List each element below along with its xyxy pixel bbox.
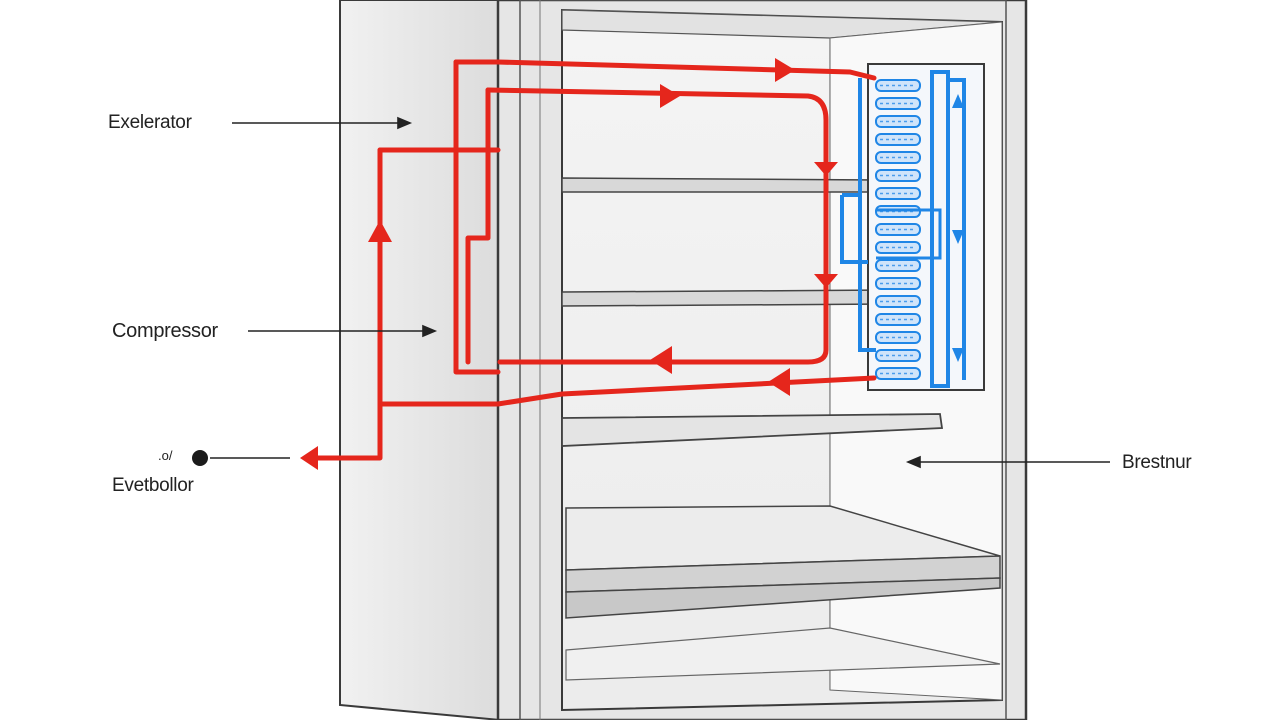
label-reservoir: Brestnur (1122, 452, 1192, 473)
shelf-1 (561, 177, 881, 193)
arrow-down-lower (814, 274, 838, 288)
arrow-left-bottom (768, 368, 790, 396)
leader-lines (210, 116, 1110, 469)
arrow-right-top (775, 58, 795, 82)
cabinet-side-panel (339, 0, 501, 722)
refrigerant-arrowheads (300, 58, 838, 470)
arrow-up-left (368, 220, 392, 242)
label-compressor: Compressor (112, 320, 218, 342)
arrow-left-lower (650, 346, 672, 374)
bottom-drawer (565, 505, 1001, 681)
coil-fins (875, 79, 921, 380)
arrow-left-outlet (300, 446, 318, 470)
arrow-down-upper (814, 162, 838, 176)
label-evaporator-top: Exelerator (108, 112, 192, 133)
shelf-2 (561, 289, 901, 307)
arrow-right-upper (660, 84, 680, 108)
evaporator-coil-panel (840, 63, 985, 391)
marker-dot (192, 450, 208, 466)
label-marker: .o/ (158, 448, 173, 463)
shelf-3 (561, 413, 944, 447)
refrigerant-hot-lines (309, 59, 877, 461)
label-evaporator-bottom: Evetbollor (112, 475, 194, 496)
